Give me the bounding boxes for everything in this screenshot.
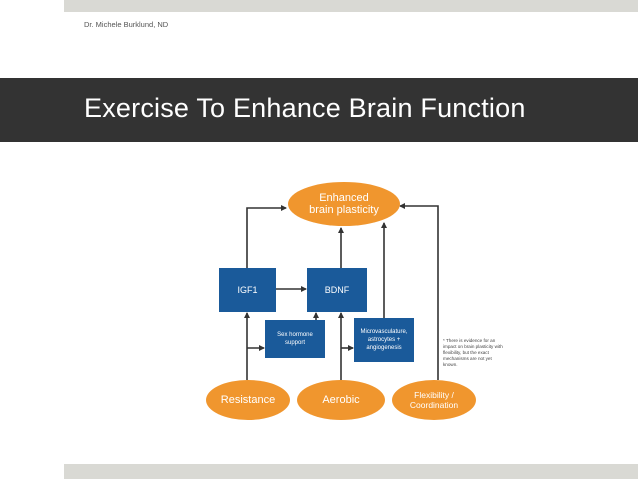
bdnf-label: BDNF <box>324 285 350 295</box>
top-accent-bar <box>64 0 638 12</box>
bottom-accent-bar <box>64 464 638 479</box>
resistance-label: Resistance <box>220 394 276 406</box>
enhanced-brain-plasticity-oval: Enhanced brain plasticity <box>288 182 400 226</box>
resistance-oval: Resistance <box>206 380 290 420</box>
igf1-box: IGF1 <box>219 268 276 312</box>
arrow-flexibility-to-outcome <box>399 203 439 380</box>
microvasculature-box: Microvasculature, astrocytes + angiogene… <box>354 318 414 362</box>
aerobic-oval: Aerobic <box>297 380 385 420</box>
title-band <box>0 78 638 142</box>
brain-plasticity-diagram: Enhanced brain plasticity IGF1 BDNF Sex … <box>196 178 512 422</box>
author-name: Dr. Michele Burklund, ND <box>84 20 169 29</box>
flexibility-coordination-label: Flexibility / Coordination <box>409 390 459 410</box>
arrow-layer <box>244 203 439 380</box>
sex-hormone-box: Sex hormone support <box>265 320 325 358</box>
igf1-label: IGF1 <box>237 285 258 295</box>
sex-hormone-label: Sex hormone support <box>277 332 313 346</box>
bdnf-box: BDNF <box>307 268 367 312</box>
flexibility-footnote: * There is evidence for an impact on bra… <box>443 338 503 367</box>
enhanced-brain-plasticity-label: Enhanced brain plasticity <box>309 192 379 216</box>
microvasculature-label: Microvasculature, astrocytes + angiogene… <box>360 329 408 351</box>
slide-title: Exercise To Enhance Brain Function <box>84 93 526 123</box>
arrow-igf1-to-outcome <box>246 205 287 268</box>
flexibility-coordination-oval: Flexibility / Coordination <box>392 380 476 420</box>
aerobic-label: Aerobic <box>322 394 360 406</box>
